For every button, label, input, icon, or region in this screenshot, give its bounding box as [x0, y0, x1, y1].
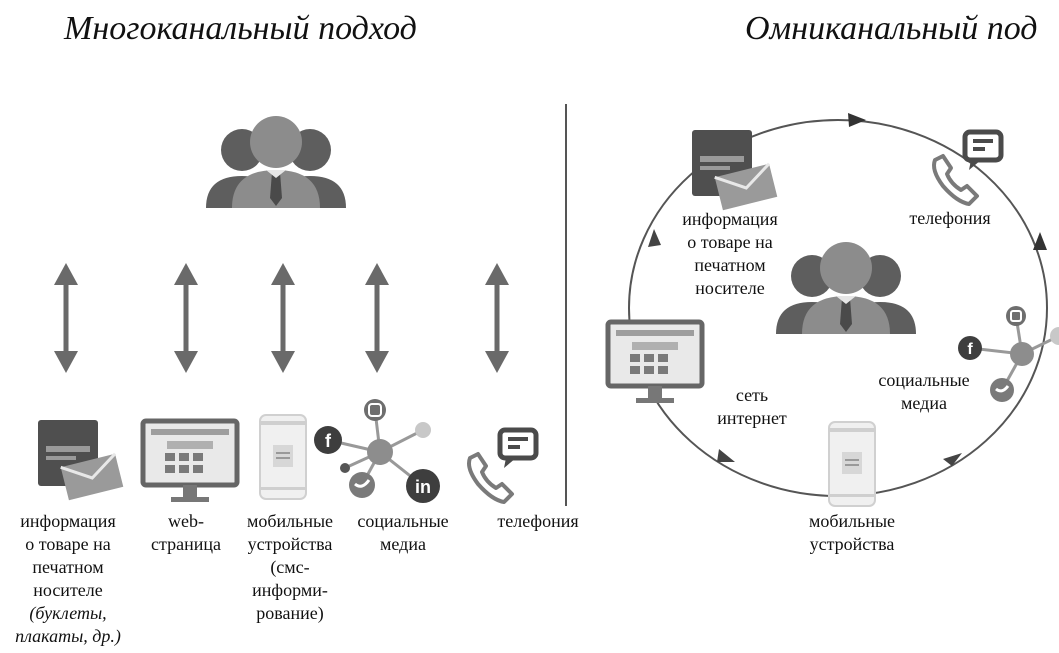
telephony-icon: [469, 430, 536, 502]
omni-label-mobile: мобильные устройства: [808, 511, 896, 554]
svg-text:f: f: [967, 341, 973, 358]
mobile-device-icon: [259, 414, 307, 500]
arrow-phone-icon: [485, 263, 509, 373]
label-social: социальные медиа: [357, 511, 449, 554]
svg-text:in: in: [415, 477, 431, 497]
social-network-icon-omni: f: [958, 306, 1059, 402]
arrow-social-icon: [365, 263, 389, 373]
arrow-mobile-icon: [271, 263, 295, 373]
omni-label-social: социальные медиа: [878, 370, 970, 413]
arrow-web-icon: [174, 263, 198, 373]
customers-group-icon: [206, 116, 346, 208]
arrow-print-icon: [54, 263, 78, 373]
print-material-icon-omni: [690, 128, 779, 212]
label-web: web- страница: [151, 511, 221, 554]
social-network-icon: f in: [314, 399, 440, 503]
omni-label-print: информация о товаре на печатном носителе: [682, 209, 778, 298]
mobile-device-icon-omni: [828, 421, 876, 507]
multichannel-title: Многоканальный подход: [64, 10, 417, 47]
omni-label-web: сеть интернет: [717, 385, 787, 428]
label-mobile: мобильные устройства (смс- информи- рова…: [246, 511, 334, 623]
web-page-icon: [143, 421, 237, 502]
svg-text:f: f: [325, 431, 332, 451]
omnichannel-title: Омниканальный под: [745, 10, 1038, 47]
label-phone: телефония: [497, 511, 579, 531]
label-print: информация о товаре на печатном носителе…: [15, 511, 121, 646]
omni-label-phone: телефония: [909, 208, 991, 228]
telephony-icon-omni: [934, 132, 1001, 204]
print-material-icon: [36, 418, 125, 502]
web-page-icon-omni: [608, 322, 702, 403]
